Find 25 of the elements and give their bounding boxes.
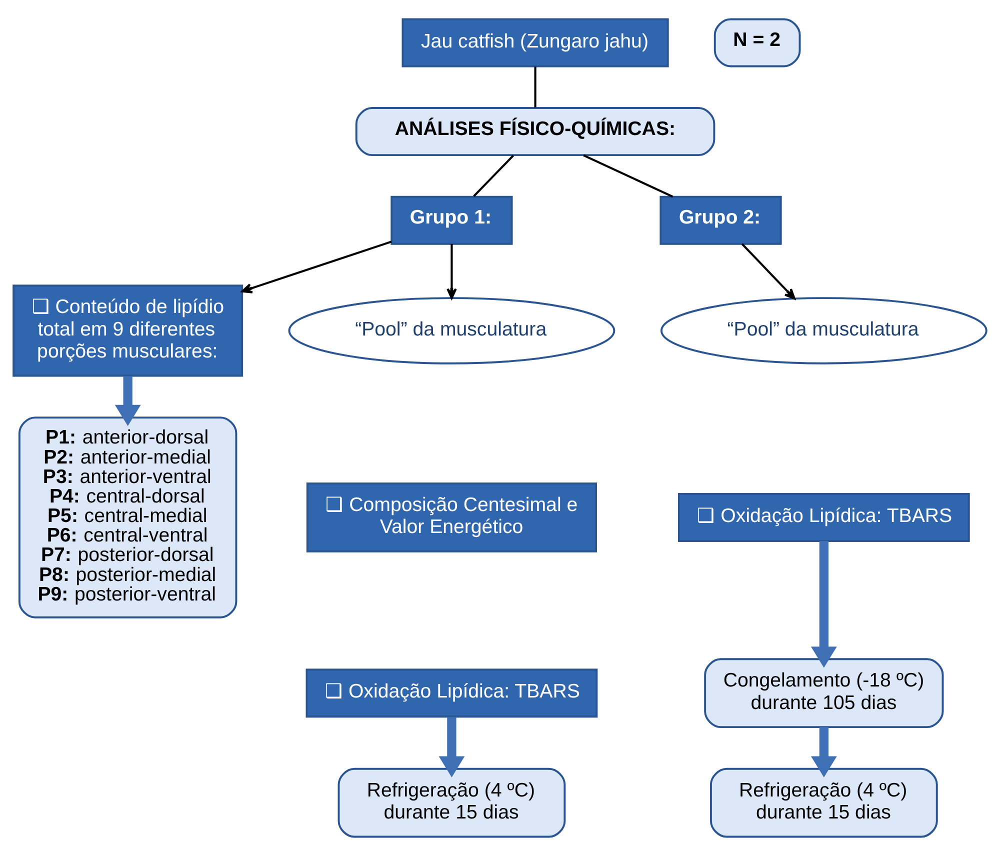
node-box: Grupo 2: (660, 196, 782, 245)
node-box: P1: anterior-dorsal P2: anterior-medial P3: anterior-ventral P4: central-dorsal P5: central-medial P6: central-ventral P7: posterior-dorsal P8: posterior-medial P9: posterior-ventral (18, 416, 238, 618)
node-box: Refrigeração (4 ºC) durante 15 dias (710, 768, 938, 838)
node-box: ❑ Composição Centesimal e Valor Energético (306, 482, 597, 552)
arrow (810, 541, 837, 668)
arrow (446, 244, 457, 300)
arrow (741, 243, 796, 300)
node-box: ANÁLISES FÍSICO-QUÍMICAS: (355, 107, 716, 156)
node-box: ❑ Oxidação Lipídica: TBARS (306, 668, 598, 718)
connector (583, 154, 674, 198)
node-box: ❑ Oxidação Lipídica: TBARS (678, 492, 970, 542)
node-box: ❑ Conteúdo de lipídio total em 9 diferentes porções musculares: (12, 284, 244, 377)
node-box: Refrigeração (4 ºC) durante 15 dias (338, 768, 566, 838)
node-box: Grupo 1: (390, 196, 513, 245)
node-box: N = 2 (714, 18, 801, 68)
arrow (810, 727, 837, 778)
arrow (438, 717, 465, 778)
node-box: Jau catfish (Zungaro jahu) (402, 18, 669, 68)
node-ellipse: “Pool” da musculatura (660, 297, 988, 364)
arrow (114, 376, 141, 426)
connector (473, 154, 514, 197)
connector (534, 66, 536, 108)
node-ellipse: “Pool” da musculatura (288, 297, 616, 364)
arrow (241, 240, 392, 294)
node-box: Congelamento (-18 ºC) durante 105 dias (704, 658, 944, 728)
